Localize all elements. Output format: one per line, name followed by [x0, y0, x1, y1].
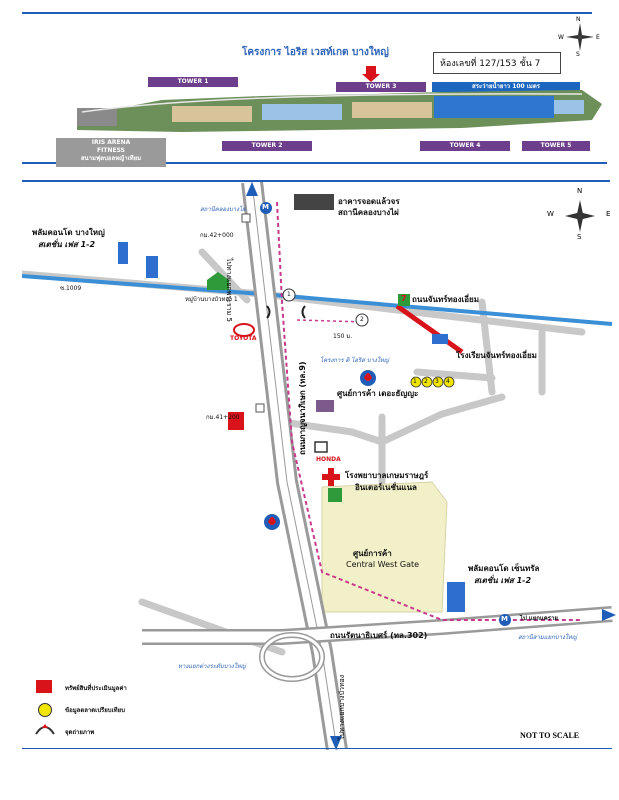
- metro-bottom-icon: [499, 614, 511, 626]
- compass-top-s: S: [576, 51, 580, 58]
- tower-2-label: TOWER 2: [222, 141, 312, 151]
- legend-photo-text: จุดถ่ายภาพ: [65, 729, 95, 736]
- site-plan-panel: โครงการ ไอริส เวสท์เกต บางใหญ่ TOWER 1 T…: [22, 12, 619, 167]
- gate-label: ทางแยกต่างระดับบางใหญ่: [178, 663, 246, 670]
- station-bottom-label: สถานีสามแยกบางใหญ่: [518, 634, 577, 641]
- site-plan-drawing: [77, 66, 602, 132]
- market-label: ศูนย์การค้า เดอะธัญญะ: [337, 389, 419, 398]
- compass-top-n: N: [576, 16, 581, 23]
- arena-label: IRIS ARENA FITNESS สนามฟุตบอลหญ้าเทียม: [56, 138, 166, 167]
- playground-name: สนามฟุตบอลหญ้าเทียม: [80, 155, 142, 162]
- site-plan-top-border: [22, 12, 592, 14]
- plum-left-building-icon: [118, 242, 158, 278]
- pool-label: สระว่ายน้ำยาว 100 เมตร: [432, 82, 580, 92]
- toyota-icon: [233, 323, 255, 337]
- not-to-scale-label: NOT TO SCALE: [520, 731, 580, 740]
- compass-icon-top: [566, 23, 594, 51]
- legend-yellow-swatch: [38, 703, 52, 717]
- circle-3-label: 3: [435, 378, 439, 385]
- road-top-vertical-label: ไปทางแยกพระราม 5: [225, 258, 233, 322]
- arrow-down-icon: [330, 736, 342, 750]
- toyota-label: TOYOTA: [230, 335, 257, 342]
- seven-label: 7: [401, 294, 407, 303]
- road-chan-label: ถนนจันทร์ทองเอี่ยม: [412, 295, 479, 304]
- site-plan-bottom-border: [22, 162, 607, 164]
- market-building-icon: [316, 400, 334, 412]
- legend-red-text: ทรัพย์สินที่ประเมินมูลค่า: [65, 685, 127, 692]
- road-left-vertical-label: ถนนกาญจนาภิเษก (ทล.9): [298, 361, 307, 455]
- road-bottom-label: ถนนรัตนาธิเบศร์ (ทล.302): [330, 631, 428, 640]
- school-building-icon: [432, 334, 448, 344]
- plum-right-label-2: สเตชั่น เฟส 1-2: [474, 576, 532, 585]
- metro-top-icon: [260, 202, 272, 214]
- hospital-icon: [322, 468, 340, 486]
- unit-number-box: ห้องเลขที่ 127/153 ชั้น 7: [433, 52, 561, 74]
- metro-top-label: M: [262, 203, 269, 211]
- photo-point-legend-icon: [35, 724, 55, 735]
- school-label: โรงเรียนจันทร์ทองเอี่ยม: [456, 351, 537, 360]
- depot-label-1: อาคารจอดแล้วจร: [338, 197, 400, 206]
- tower-4-label: TOWER 4: [420, 141, 510, 151]
- seven-eleven-icon: [398, 294, 410, 306]
- comparison-markers: [410, 376, 455, 388]
- fitness-name: FITNESS: [97, 147, 125, 154]
- honda-label: HONDA: [316, 456, 341, 463]
- legend-red-swatch: [36, 680, 52, 693]
- map-bottom-border: [22, 748, 612, 749]
- plum-left-label-2: สเตชั่น เฟส 1-2: [38, 240, 96, 249]
- arrow-up-icon: [246, 182, 258, 196]
- depot-label-2: สถานีคลองบางไผ่: [338, 208, 399, 217]
- village-label: หมู่บ้านบางบัวทอง 1: [185, 296, 238, 303]
- subject-arrow-icon: [362, 66, 380, 82]
- circle-1-label: 1: [413, 378, 417, 385]
- site-plan-title: โครงการ ไอริส เวสท์เกต บางใหญ่: [242, 47, 389, 58]
- map-top-border: [22, 180, 610, 182]
- project-label: โครงการ ดิ ไอริส บางใหญ่: [320, 357, 389, 364]
- photo-point-1: [282, 288, 296, 302]
- hospital-label-1: โรงพยาบาลเกษมราษฎร์: [345, 471, 429, 480]
- compass-map-n: N: [577, 187, 583, 195]
- station-top-label: สถานีคลองบางไผ่: [200, 206, 246, 213]
- circle-4-label: 4: [446, 378, 450, 385]
- bigc-icon: [228, 412, 244, 430]
- arrow-right-icon: [602, 609, 616, 621]
- km42-label: กม.42+000: [200, 232, 234, 239]
- compass-map-w: W: [547, 210, 554, 218]
- arena-name: IRIS ARENA: [91, 139, 131, 146]
- km41-label: กม.41+200: [206, 414, 240, 421]
- subject-property-marker: [395, 303, 464, 355]
- metro-bottom-label: M: [501, 615, 508, 623]
- route-circle-2-label: 2: [360, 316, 364, 323]
- depot-building-icon: [294, 194, 334, 210]
- village-icon: [207, 272, 229, 290]
- tower-1-label: TOWER 1: [148, 77, 238, 87]
- tower-3-label: TOWER 3: [336, 82, 426, 92]
- plum-right-building-icon: [447, 582, 465, 612]
- legend-yellow-text: ข้อมูลตลาดเปรียบเทียบ: [65, 707, 125, 714]
- photo-point-2: [355, 313, 369, 327]
- honda-icon: [314, 441, 328, 453]
- central-westgate-block: [321, 481, 448, 613]
- circle-2-label: 2: [424, 378, 428, 385]
- road-bottom-vertical-label: ไปทางแยกบางบัวทอง: [338, 674, 346, 740]
- soi-label: ซ.1009: [60, 285, 82, 292]
- compass-map-s: S: [577, 233, 582, 241]
- km42-sign-icon: [241, 213, 251, 223]
- compass-top-w: W: [558, 34, 564, 41]
- location-map: [22, 182, 616, 750]
- hospital-label-2: อินเตอร์เนชั่นแนล: [355, 483, 417, 492]
- compass-map-e: E: [606, 210, 611, 218]
- road-right-arrow-label: ไป แยกแคราย: [520, 615, 558, 622]
- tower-5-label: TOWER 5: [522, 141, 590, 151]
- central-label-2: Central West Gate: [346, 560, 420, 569]
- central-label-1: ศูนย์การค้า: [353, 549, 392, 558]
- plum-right-label-1: พลัมคอนโด เซ็นทรัล: [468, 564, 540, 573]
- route-circle-1-label: 1: [287, 291, 291, 298]
- plum-left-label-1: พลัมคอนโด บางใหญ่: [32, 228, 105, 237]
- km41-sign-icon: [255, 403, 265, 413]
- compass-top-e: E: [596, 34, 600, 41]
- compass-icon-map: [565, 200, 595, 232]
- distance-label: 150 ม.: [333, 333, 353, 340]
